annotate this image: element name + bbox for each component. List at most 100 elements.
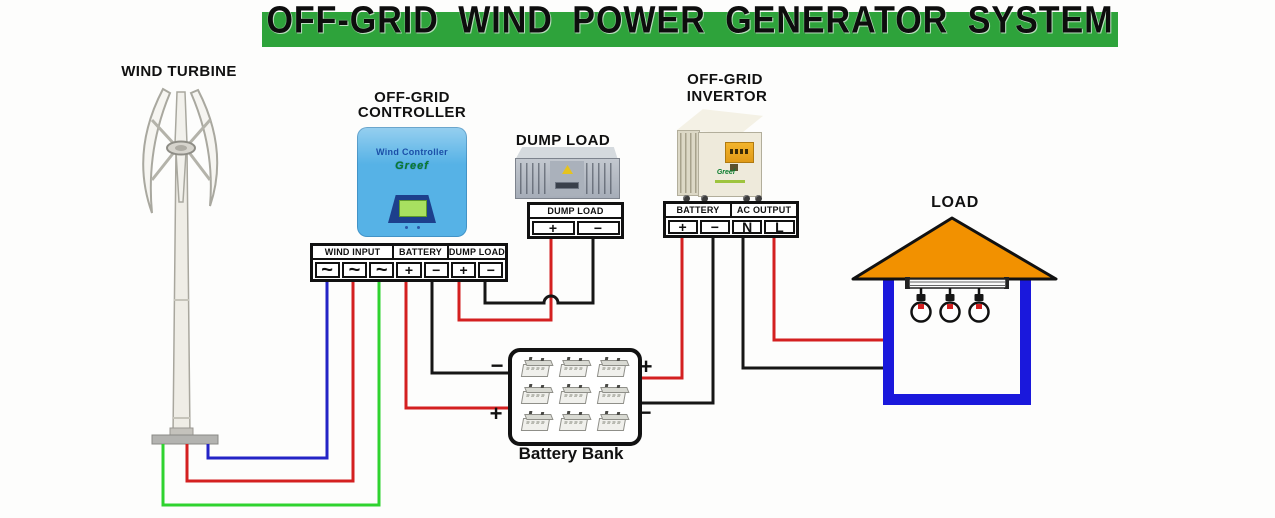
battery (520, 418, 551, 431)
light-bulb (910, 288, 932, 323)
wire-inverter-battery-positive (630, 232, 684, 380)
terminal-dumpdevice-negative: − (576, 220, 620, 235)
terminal-group-inverter-battery: BATTERY (666, 204, 732, 216)
load-house (851, 216, 1058, 405)
terminal-group-dump-load-device: DUMP LOAD (547, 206, 604, 216)
wind-turbine-graphic (142, 87, 219, 445)
battery-bank-label: Battery Bank (518, 444, 624, 463)
controller-title-line2: CONTROLLER (357, 104, 467, 121)
battery (558, 364, 589, 377)
battery (596, 364, 627, 377)
bank-left-bottom-polarity: + (489, 401, 503, 426)
inverter-display (725, 142, 754, 163)
house-walls (883, 278, 1031, 405)
turbine-base-plate (151, 434, 219, 445)
controller-button (405, 226, 408, 229)
title-banner: OFF-GRID WIND POWER GENERATOR SYSTEM (262, 0, 1118, 47)
terminal-wind-ac2: ~ (341, 260, 368, 280)
inverter-device-side (677, 130, 700, 196)
dump-load-front-panel (550, 161, 584, 196)
terminal-group-battery: BATTERY (394, 246, 449, 258)
turbine-spoke (150, 150, 177, 181)
dump-load-terminal-block: DUMP LOAD + − (527, 202, 624, 239)
inverter-button (730, 164, 738, 171)
inverter-vents (680, 133, 697, 193)
inverter-brand-logo: Greef (716, 169, 736, 176)
turbine-spoke (186, 119, 212, 146)
wire-dumpload-negative (483, 234, 595, 305)
wire-wind-phase1-blue (206, 276, 329, 460)
turbine-blade-left (142, 87, 172, 214)
controller-brand-logo: Greef (395, 160, 429, 172)
terminal-invbattery-negative: − (699, 219, 730, 234)
controller-lcd-bezel (388, 195, 436, 223)
terminal-dumpdevice-positive: + (531, 220, 575, 235)
controller-face-title: Wind Controller (376, 147, 448, 157)
terminal-ac-live: L (764, 219, 795, 234)
wire-dumpload-positive (457, 234, 553, 322)
light-bulb (939, 288, 961, 323)
controller-title-line1: OFF-GRID (374, 89, 450, 106)
battery-bank (508, 348, 642, 446)
turbine-hub-center (175, 145, 187, 151)
inverter-terminal-block: BATTERY AC OUTPUT + − N L (663, 201, 799, 238)
terminal-wind-ac1: ~ (314, 260, 340, 280)
bank-right-bottom-polarity: − (638, 400, 652, 425)
house-roof (851, 216, 1058, 281)
inverter-wheel (683, 195, 690, 202)
banner-background (262, 12, 1118, 47)
page-title: OFF-GRID WIND POWER GENERATOR SYSTEM (266, 0, 1114, 42)
inverter-title-line2: INVERTOR (686, 88, 768, 105)
turbine-blade-center-top (174, 91, 188, 145)
dump-load-handle (555, 182, 579, 189)
controller-button (417, 226, 420, 229)
wire-wind-phase2-red (185, 276, 355, 483)
dump-load-title: DUMP LOAD (515, 132, 611, 149)
wire-ac-live (772, 232, 889, 342)
turbine-blade-right (189, 88, 219, 207)
turbine-spoke (150, 118, 177, 147)
bank-left-top-polarity: − (490, 353, 504, 378)
terminal-dump-negative: − (478, 261, 504, 278)
warning-triangle-icon (562, 165, 573, 174)
battery (558, 391, 589, 404)
inverter-wheel (755, 195, 762, 202)
wire-ac-neutral (741, 232, 889, 370)
wire-wind-phase3-green (161, 276, 381, 507)
wires (161, 232, 889, 507)
inverter-wheel (701, 195, 708, 202)
wire-controller-battery-negative (430, 276, 512, 375)
battery (596, 418, 627, 431)
inverter-title-line1: OFF-GRID (687, 71, 763, 88)
terminal-group-ac-output: AC OUTPUT (736, 205, 792, 215)
terminal-dump-positive: + (450, 261, 477, 278)
light-rail (908, 278, 1007, 289)
light-rail-cap (905, 277, 910, 289)
light-bulb (968, 288, 990, 323)
terminal-ac-neutral: N (732, 219, 763, 234)
turbine-spoke (186, 150, 212, 181)
terminal-battery-negative: − (423, 261, 449, 278)
controller-terminal-block: WIND INPUT BATTERY DUMP LOAD ~ ~ ~ + − +… (310, 243, 508, 282)
battery (558, 418, 589, 431)
terminal-group-dump-load: DUMP LOAD (448, 247, 505, 257)
dump-load-device (515, 158, 620, 199)
controller-lcd-screen (399, 200, 427, 217)
inverter-model-text (715, 180, 745, 183)
wind-turbine-label: WIND TURBINE (121, 63, 237, 80)
wire-controller-battery-positive (404, 276, 512, 410)
battery (520, 391, 551, 404)
inverter-device: Greef (683, 132, 762, 202)
terminal-battery-positive: + (396, 261, 422, 278)
bank-right-top-polarity: + (639, 354, 653, 379)
terminal-wind-ac3: ~ (369, 260, 395, 280)
controller-device: Wind Controller Greef (357, 127, 467, 237)
terminal-invbattery-positive: + (667, 219, 698, 234)
terminal-group-wind-input: WIND INPUT (313, 246, 395, 258)
load-label: LOAD (931, 194, 979, 211)
battery (596, 391, 627, 404)
inverter-wheel (743, 195, 750, 202)
battery (520, 364, 551, 377)
